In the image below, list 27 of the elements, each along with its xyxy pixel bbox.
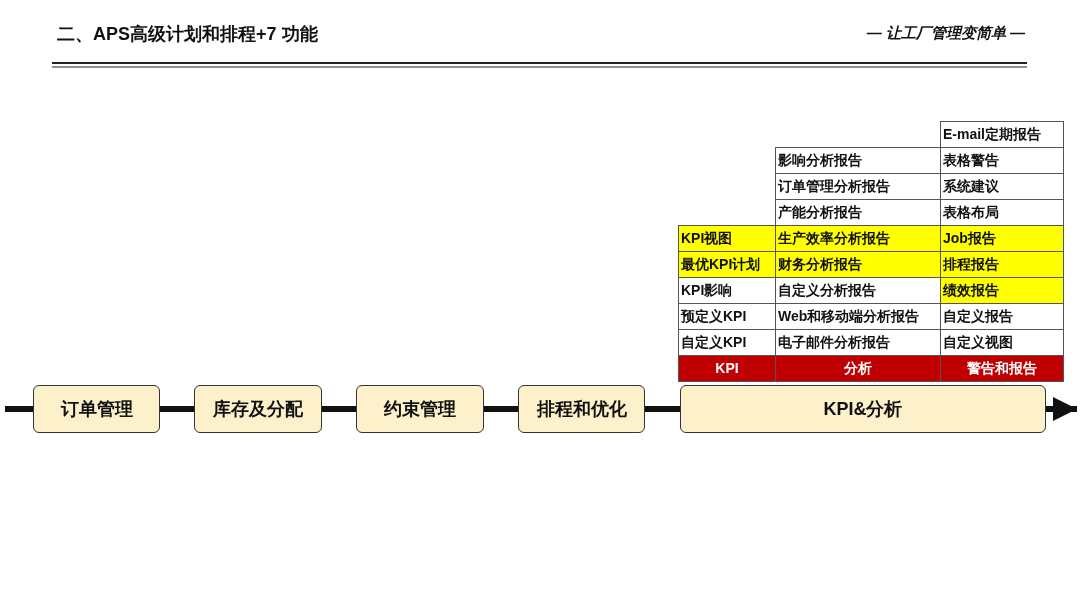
table-header-cell: 警告和报告 (940, 355, 1064, 382)
table-cell: KPI视图 (678, 225, 776, 252)
connector-line (484, 406, 518, 412)
process-box: 库存及分配 (194, 385, 322, 433)
table-cell: 表格警告 (940, 147, 1064, 174)
table-cell: Job报告 (940, 225, 1064, 252)
table-cell: 排程报告 (940, 251, 1064, 278)
table-header-cell: 分析 (775, 355, 941, 382)
connector-line (5, 406, 33, 412)
title: 二、APS高级计划和排程+7 功能 (57, 23, 318, 46)
table-cell: 绩效报告 (940, 277, 1064, 304)
table-cell: E-mail定期报告 (940, 121, 1064, 148)
table-cell: 影响分析报告 (775, 147, 941, 174)
process-box: KPI&分析 (680, 385, 1046, 433)
process-box: 排程和优化 (518, 385, 645, 433)
process-box: 订单管理 (33, 385, 160, 433)
connector-line (645, 406, 680, 412)
table-header-cell: KPI (678, 355, 776, 382)
slogan-text: — 让工厂管理变简单 — (866, 24, 1025, 43)
process-box: 约束管理 (356, 385, 484, 433)
table-cell: 生产效率分析报告 (775, 225, 941, 252)
connector-line (322, 406, 356, 412)
arrow (1046, 397, 1077, 421)
table-cell: 财务分析报告 (775, 251, 941, 278)
table-cell: 最优KPI计划 (678, 251, 776, 278)
table-cell: 系统建议 (940, 173, 1064, 200)
connector-line (160, 406, 194, 412)
